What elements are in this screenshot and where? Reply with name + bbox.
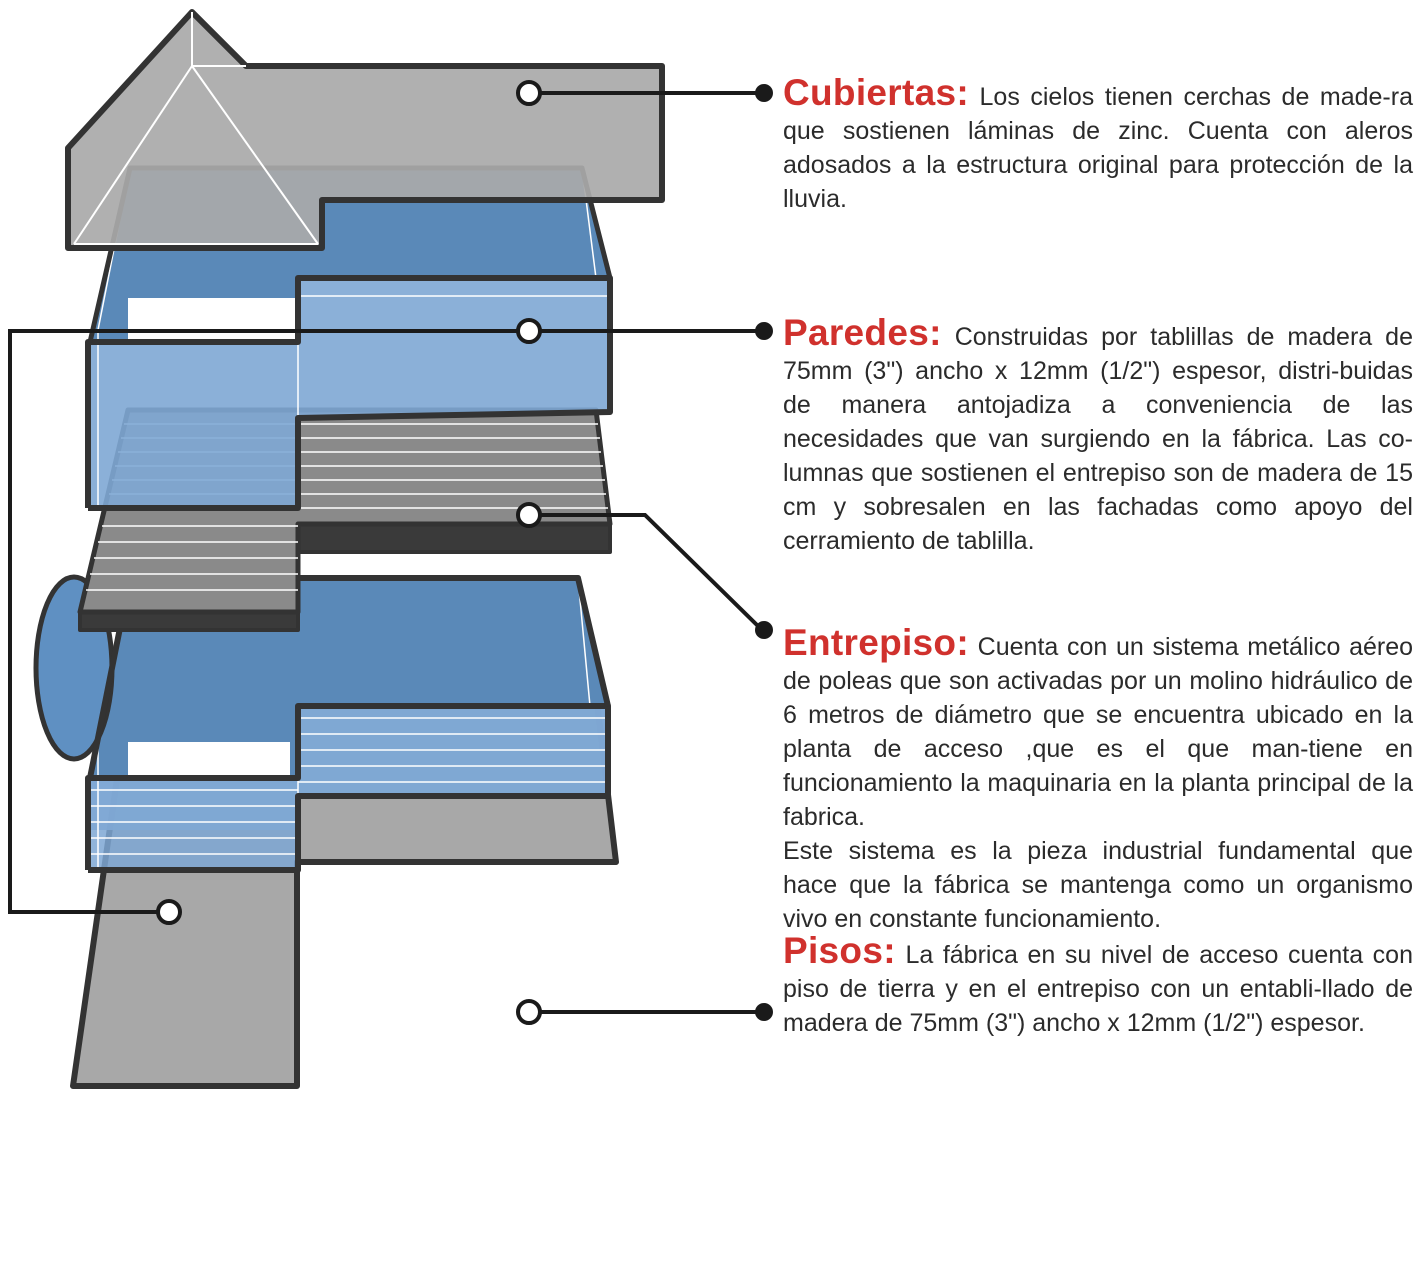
dot-cubiertas (755, 84, 773, 102)
ring-paredes-lower (156, 899, 182, 925)
leader-entrepiso (540, 513, 764, 632)
ring-entrepiso (516, 502, 542, 528)
leader-lines (8, 91, 764, 1014)
callout-label-cubiertas: Cubiertas: (783, 72, 969, 113)
callout-label-pisos: Pisos: (783, 930, 896, 971)
dot-pisos (755, 1003, 773, 1021)
leader-paredes-lower (8, 329, 518, 914)
ring-pisos (516, 999, 542, 1025)
callout-text2-entrepiso: Este sistema es la pieza industrial fund… (783, 837, 1413, 933)
callout-text-pisos: La fábrica en su nivel de acceso cuenta … (783, 941, 1413, 1037)
roof (65, 9, 665, 251)
callout-pisos: Pisos: La fábrica en su nivel de acceso … (783, 932, 1413, 1040)
callout-text-paredes: Construidas por tablillas de madera de 7… (783, 323, 1413, 555)
leader-end-dots (755, 84, 773, 1021)
callout-entrepiso: Entrepiso: Cuenta con un sistema metálic… (783, 624, 1414, 936)
callout-text-cubiertas: Los cielos tienen cerchas de made-ra que… (783, 83, 1413, 213)
lower-walls (33, 574, 611, 873)
callout-cubiertas: Cubiertas: Los cielos tienen cerchas de … (783, 74, 1413, 216)
dot-paredes (755, 322, 773, 340)
leader-anchor-rings (156, 80, 542, 1025)
dot-entrepiso (755, 621, 773, 639)
callout-text-entrepiso: Cuenta con un sistema metálico aéreo de … (783, 633, 1414, 831)
callout-paredes: Paredes: Construidas por tablillas de ma… (783, 314, 1413, 558)
ring-paredes (516, 318, 542, 344)
callout-label-entrepiso: Entrepiso: (783, 622, 969, 663)
callout-label-paredes: Paredes: (783, 312, 942, 353)
ring-cubiertas (516, 80, 542, 106)
